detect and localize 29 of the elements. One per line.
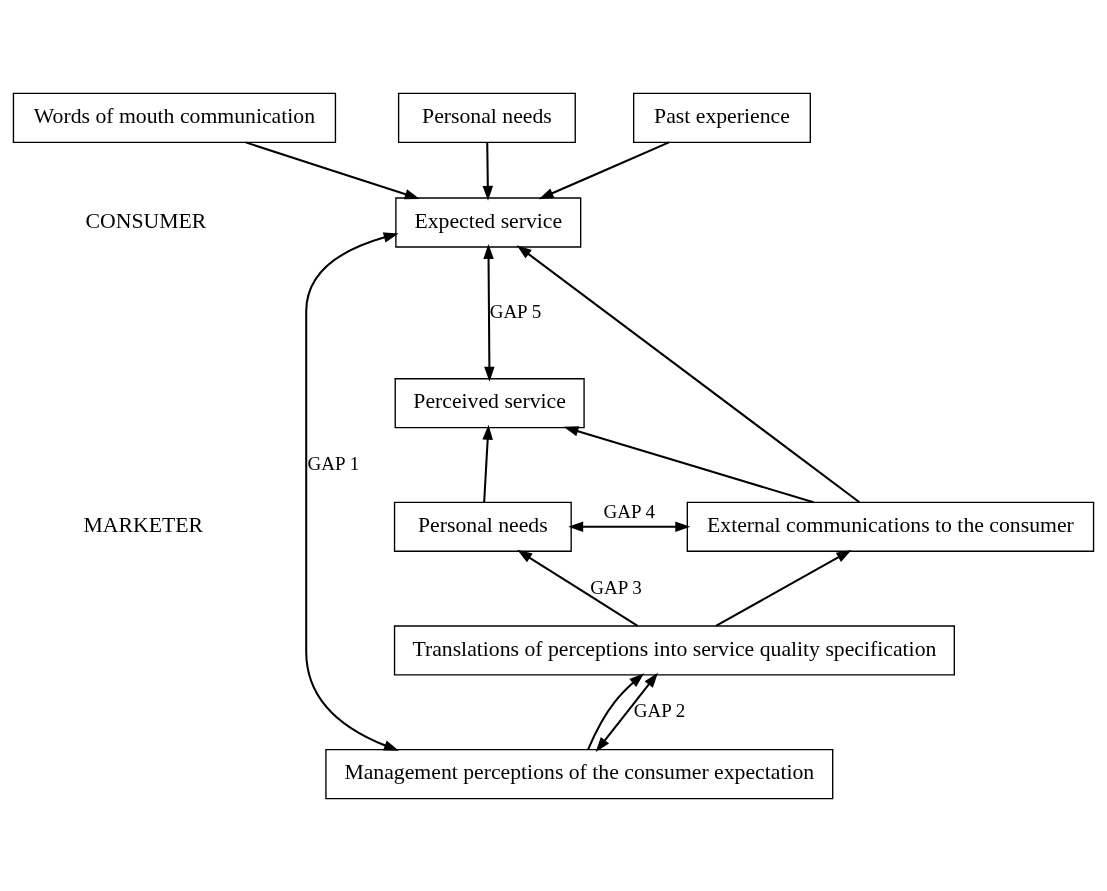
arrow	[538, 140, 670, 199]
edge-label: GAP 3	[590, 576, 642, 598]
node-box: Expected service	[395, 196, 582, 248]
node-box: Translations of perceptions into service quality specification	[393, 624, 955, 676]
arrow	[483, 243, 495, 382]
edge-label: GAP 5	[489, 300, 542, 322]
arrow	[587, 672, 645, 749]
node-box: Past experience	[633, 92, 811, 143]
edge-label: GAP 2	[633, 699, 686, 721]
arrow	[482, 141, 494, 201]
node-box: Perceived service	[394, 377, 585, 428]
edge-label: GAP 4	[603, 500, 656, 522]
arrow	[516, 244, 861, 503]
node-box: Personal needs	[393, 501, 572, 552]
node-box: External communications to the consumer	[686, 501, 1095, 552]
node-box: Words of mouth communication	[12, 92, 337, 143]
label: CONSUMER	[85, 208, 207, 233]
edge-label: GAP 1	[307, 452, 360, 474]
node-box: Personal needs	[397, 92, 576, 143]
arrow	[517, 549, 639, 627]
arrow	[482, 424, 493, 502]
arrow	[595, 672, 658, 752]
arrow	[305, 231, 399, 751]
arrow	[563, 425, 814, 503]
node-box: Management perceptions of the consumer expectation	[325, 748, 834, 799]
arrow	[715, 549, 852, 627]
label: MARKETER	[83, 512, 203, 537]
arrow	[568, 521, 691, 532]
arrow	[245, 140, 420, 199]
